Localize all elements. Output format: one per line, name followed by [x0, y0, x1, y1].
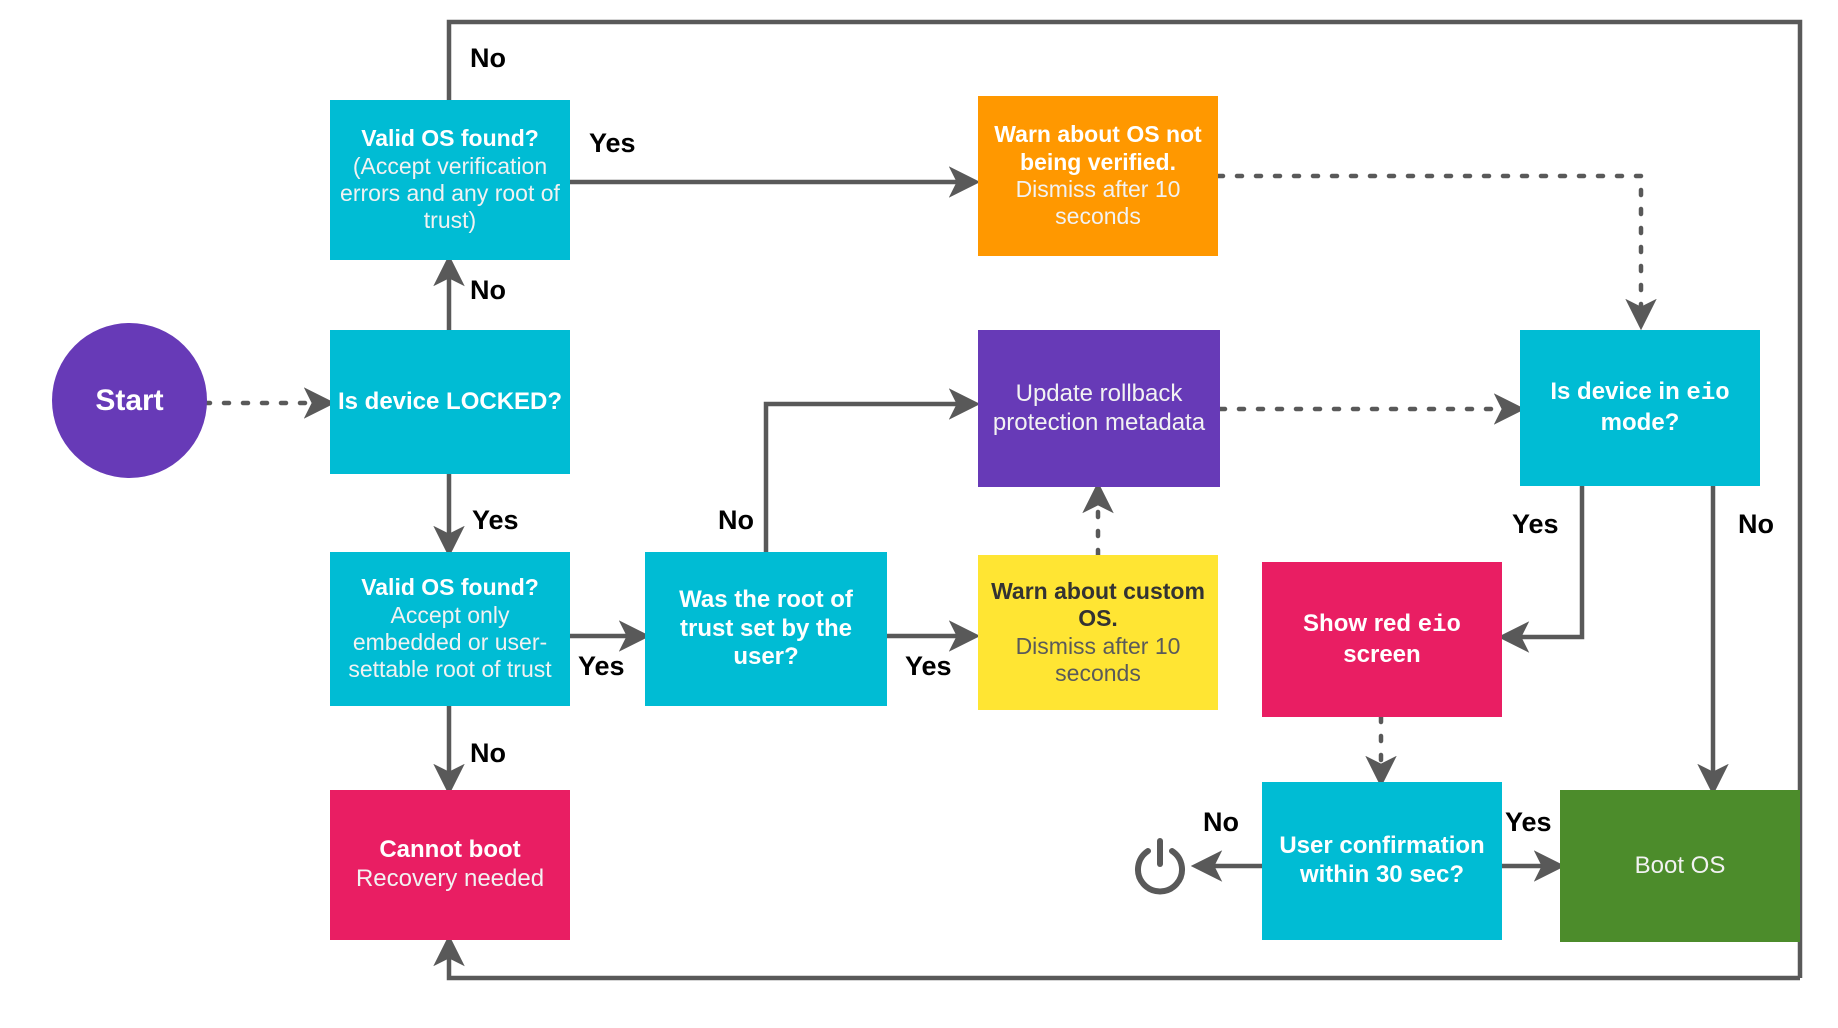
node-is-device-locked-title: Is device LOCKED? [337, 387, 563, 415]
power-off-icon [1128, 833, 1192, 897]
node-root-of-trust-user[interactable]: Was the root of trust set by the user? [645, 552, 887, 706]
node-update-rollback-title: Update rollback protection metadata [992, 379, 1206, 436]
node-warn-custom-os-title: Warn about custom OS. [991, 577, 1205, 632]
edge-label-yes-root-trust: Yes [905, 651, 952, 681]
node-show-red-eio-title-post: screen [1343, 640, 1421, 668]
edge-warn-to-eio [1215, 173, 1657, 331]
node-valid-os-locked[interactable]: Valid OS found? Accept only embedded or … [330, 552, 570, 706]
edge-label-no-valid-os: No [470, 738, 506, 768]
node-is-device-eio-title-pre: Is device in [1550, 378, 1687, 406]
edge-bottom-return [433, 934, 1800, 981]
edge-label-yes-unlocked: Yes [589, 128, 636, 158]
edge-label-no-top: No [470, 43, 506, 73]
edge-label-no-unlocked: No [470, 275, 506, 305]
node-show-red-eio-title: Show red eio screen [1268, 610, 1496, 669]
node-valid-os-locked-title: Valid OS found? [361, 574, 539, 601]
node-cannot-boot[interactable]: Cannot boot Recovery needed [330, 790, 570, 940]
node-warn-custom-os-sub: Dismiss after 10 seconds [1015, 632, 1181, 686]
node-root-of-trust-user-title: Was the root of trust set by the user? [679, 586, 853, 671]
node-valid-os-unlocked-sub: (Accept verification errors and any root… [340, 152, 560, 234]
node-start[interactable]: Start [52, 323, 207, 478]
node-is-device-eio-title-mono: eio [1686, 380, 1730, 408]
node-is-device-eio-title: Is device in eio mode? [1526, 378, 1754, 437]
node-boot-os[interactable]: Boot OS [1560, 790, 1800, 942]
node-is-device-locked[interactable]: Is device LOCKED? [330, 330, 570, 474]
node-show-red-eio-title-pre: Show red [1303, 609, 1418, 637]
node-valid-os-unlocked-title: Valid OS found? [361, 125, 539, 152]
node-warn-not-verified[interactable]: Warn about OS not being verified. Dismis… [978, 96, 1218, 256]
edge-label-yes-valid-os: Yes [578, 651, 625, 681]
node-boot-os-title: Boot OS [1634, 851, 1726, 879]
node-show-red-eio-title-mono: eio [1417, 611, 1461, 639]
node-update-rollback[interactable]: Update rollback protection metadata [978, 330, 1220, 487]
node-show-red-eio[interactable]: Show red eio screen [1262, 562, 1502, 717]
node-cannot-boot-title: Cannot boot [379, 836, 521, 864]
edge-label-no-root-trust: No [718, 505, 754, 535]
edge-label-yes-confirm: Yes [1505, 807, 1552, 837]
node-warn-not-verified-title: Warn about OS not being verified. [994, 121, 1202, 175]
node-is-device-eio[interactable]: Is device in eio mode? [1520, 330, 1760, 486]
node-start-label: Start [95, 383, 164, 417]
node-warn-not-verified-sub: Dismiss after 10 seconds [1015, 176, 1181, 230]
edge-label-yes-eio: Yes [1512, 509, 1559, 539]
node-is-device-eio-title-post: mode? [1600, 409, 1680, 436]
node-valid-os-locked-sub: Accept only embedded or user-settable ro… [348, 601, 552, 683]
node-valid-os-unlocked[interactable]: Valid OS found? (Accept verification err… [330, 100, 570, 260]
node-cannot-boot-sub: Recovery needed [355, 865, 545, 892]
edge-label-no-confirm: No [1203, 807, 1239, 837]
node-user-confirmation-title: User confirmation within 30 sec? [1279, 832, 1485, 888]
edge-label-no-eio: No [1738, 509, 1774, 539]
edge-label-yes-locked: Yes [472, 505, 519, 535]
edge-root-no [763, 388, 981, 552]
node-warn-custom-os[interactable]: Warn about custom OS. Dismiss after 10 s… [978, 555, 1218, 710]
node-user-confirmation[interactable]: User confirmation within 30 sec? [1262, 782, 1502, 940]
